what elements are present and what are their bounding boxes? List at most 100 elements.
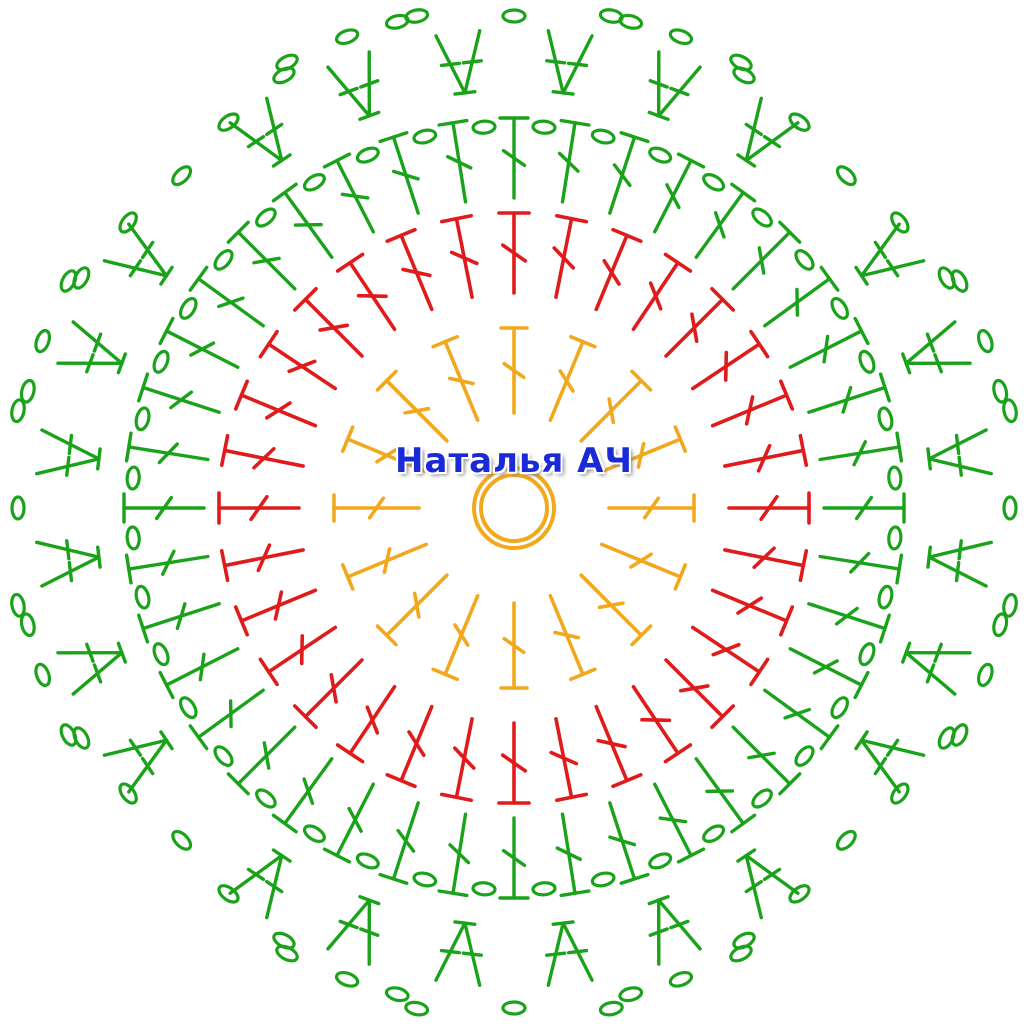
chain-stitch [125, 465, 141, 491]
cluster-base [358, 895, 381, 906]
stitch-slash [658, 816, 688, 824]
chain-stitch [751, 207, 773, 228]
double-crochet-symbol [763, 688, 840, 751]
stitch-slash [557, 151, 580, 173]
stitch-slash [198, 652, 206, 682]
stitch-slash [759, 494, 779, 522]
cluster-slash [461, 59, 483, 65]
stitch-slash [629, 552, 653, 569]
chain-stitch [937, 266, 956, 290]
stitch-slash [154, 495, 174, 521]
stitch-top-bar [124, 431, 133, 463]
double-crochet-symbol [226, 725, 297, 796]
cluster-base [96, 545, 102, 569]
chain-stitch [788, 884, 811, 904]
chain-stitch [275, 53, 299, 72]
cluster-symbol [434, 29, 483, 96]
double-crochet-symbol [219, 433, 305, 470]
chain-stitch [937, 726, 956, 750]
stitch-slash [690, 312, 699, 344]
stitch-top-bar [778, 772, 802, 796]
stitch-slash [396, 828, 416, 853]
stitch-slash [501, 848, 527, 868]
double-crochet-symbol [723, 433, 809, 473]
cluster-symbol [736, 848, 800, 920]
stitch-rounds [122, 116, 906, 900]
cluster-slash [954, 560, 961, 583]
stitch-top-bar [778, 220, 802, 244]
stitch-top-bar [878, 372, 891, 403]
stitch-slash [640, 717, 672, 723]
double-crochet-symbol [731, 725, 802, 796]
double-crochet-symbol [431, 593, 480, 682]
double-crochet-symbol [292, 286, 364, 358]
double-crochet-symbol [499, 601, 529, 690]
double-crochet-symbol [226, 220, 297, 291]
stitch-slash [596, 738, 627, 749]
stitch-slash [558, 369, 575, 393]
double-crochet-symbol [631, 252, 693, 332]
cluster-symbol [56, 641, 127, 696]
stitch-slash [452, 746, 476, 770]
stitch-slash [597, 601, 625, 610]
chain-stitch [590, 128, 616, 145]
chain-stitch [10, 495, 26, 521]
stitch-slash [736, 596, 763, 615]
chain-stitch [1002, 495, 1018, 521]
stitch-top-bar [385, 227, 417, 243]
chain-stitch [830, 696, 850, 720]
stitch-top-bar [431, 334, 459, 349]
chain-stitch [272, 66, 296, 85]
cluster-slash [65, 455, 71, 477]
cluster-slash [954, 433, 961, 456]
double-crochet-symbol [439, 213, 479, 299]
cluster-symbol [102, 222, 174, 286]
double-crochet-symbol [822, 492, 906, 524]
chain-stitch [788, 112, 811, 132]
cluster-base [358, 110, 381, 121]
cluster-base [901, 352, 912, 375]
stitch-slash [812, 659, 839, 675]
chain-stitch [34, 662, 52, 688]
double-crochet-symbol [271, 757, 334, 834]
stitch-slash [175, 602, 187, 631]
cluster-slash [246, 134, 266, 149]
stitch-top-bar [258, 329, 279, 359]
double-crochet-symbol [731, 220, 802, 291]
double-crochet-symbol [378, 131, 420, 215]
double-crochet-symbol [788, 316, 870, 369]
chain-stitch [835, 165, 857, 187]
double-crochet-symbol [499, 326, 529, 415]
stitch-slash [169, 390, 194, 410]
double-crochet-symbol [548, 334, 597, 423]
stitch-slash [555, 846, 582, 862]
chain-stitch [992, 378, 1009, 404]
chain-stitch [531, 119, 557, 135]
stitch-slash [665, 183, 681, 210]
stitch-top-bar [555, 792, 589, 803]
double-crochet-symbol [292, 658, 364, 730]
cluster-symbol [326, 895, 381, 966]
chain-stitch [590, 871, 616, 888]
stitch-top-bar [559, 889, 591, 898]
stitch-top-bar [569, 334, 597, 349]
cluster-symbol [647, 895, 702, 966]
double-crochet-symbol [322, 152, 375, 234]
cluster-slash [648, 79, 669, 89]
cluster-base [854, 730, 869, 751]
stitch-slash [553, 630, 581, 640]
stitch-top-bar [676, 847, 706, 864]
stitch-slash [189, 341, 216, 357]
cluster-slash [566, 948, 589, 955]
stitch-slash [265, 401, 292, 420]
double-crochet-symbol [788, 647, 870, 700]
chain-stitch [134, 406, 151, 432]
double-crochet-symbol [158, 316, 240, 369]
chain-stitch [10, 592, 26, 618]
stitch-slash [612, 163, 632, 188]
chain-stitch [794, 745, 815, 767]
stitch-slash [157, 442, 179, 465]
stitch-top-bar [710, 286, 736, 312]
stitch-slash [757, 246, 766, 275]
chain-stitch [668, 970, 694, 988]
